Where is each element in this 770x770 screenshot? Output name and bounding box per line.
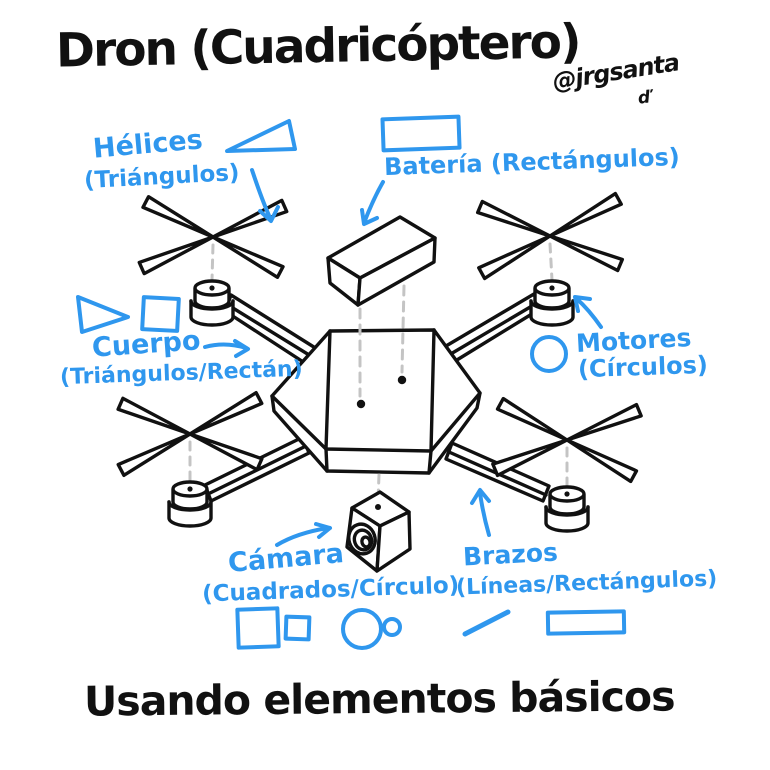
- drone-body: [270, 328, 482, 475]
- triangle-icon-helices: [225, 119, 297, 153]
- camera-lens-icon: [347, 522, 377, 556]
- arrow-up-brazos: [470, 488, 491, 537]
- camera-cube: [345, 490, 412, 573]
- body-mount-dot-left: [356, 399, 366, 409]
- triangle-icon-cuerpo: [76, 295, 130, 334]
- square-small-icon-camara: [283, 614, 312, 642]
- footer-caption: Usando elementos básicos: [83, 672, 675, 726]
- signature-doodle: ď: [636, 87, 652, 109]
- battery-guide-dashes: [358, 284, 406, 398]
- motor-top-right: [529, 279, 575, 327]
- propeller-guide-dashes: [188, 242, 569, 488]
- square-large-icon-camara: [235, 606, 281, 650]
- circle-small-icon-camara: [382, 617, 402, 637]
- arm-top-right: [444, 292, 542, 365]
- motor-bottom-right: [544, 485, 590, 533]
- label-brazos: Brazos: [462, 537, 559, 572]
- arrow-up-right-camara: [275, 522, 332, 547]
- arrow-down-bateria: [360, 180, 385, 226]
- motor-top-left: [189, 279, 235, 327]
- page-title: Dron (Cuadricóptero): [55, 14, 580, 79]
- motor-bottom-left: [167, 480, 213, 528]
- arrow-down-helices: [250, 168, 280, 223]
- arrow-right-cuerpo: [203, 339, 250, 358]
- body-mount-dot-right: [397, 375, 407, 385]
- rectangle-icon-bateria: [380, 114, 462, 153]
- square-icon-cuerpo: [140, 295, 181, 333]
- label-motores-shapes: (Círculos): [577, 350, 709, 384]
- rectangle-icon-brazos: [545, 609, 627, 636]
- arrow-up-left-motores: [573, 295, 603, 329]
- circle-large-icon-camara: [341, 608, 383, 650]
- line-icon-brazos: [462, 609, 511, 637]
- battery-box: [326, 215, 437, 307]
- circle-icon-motores: [530, 335, 568, 373]
